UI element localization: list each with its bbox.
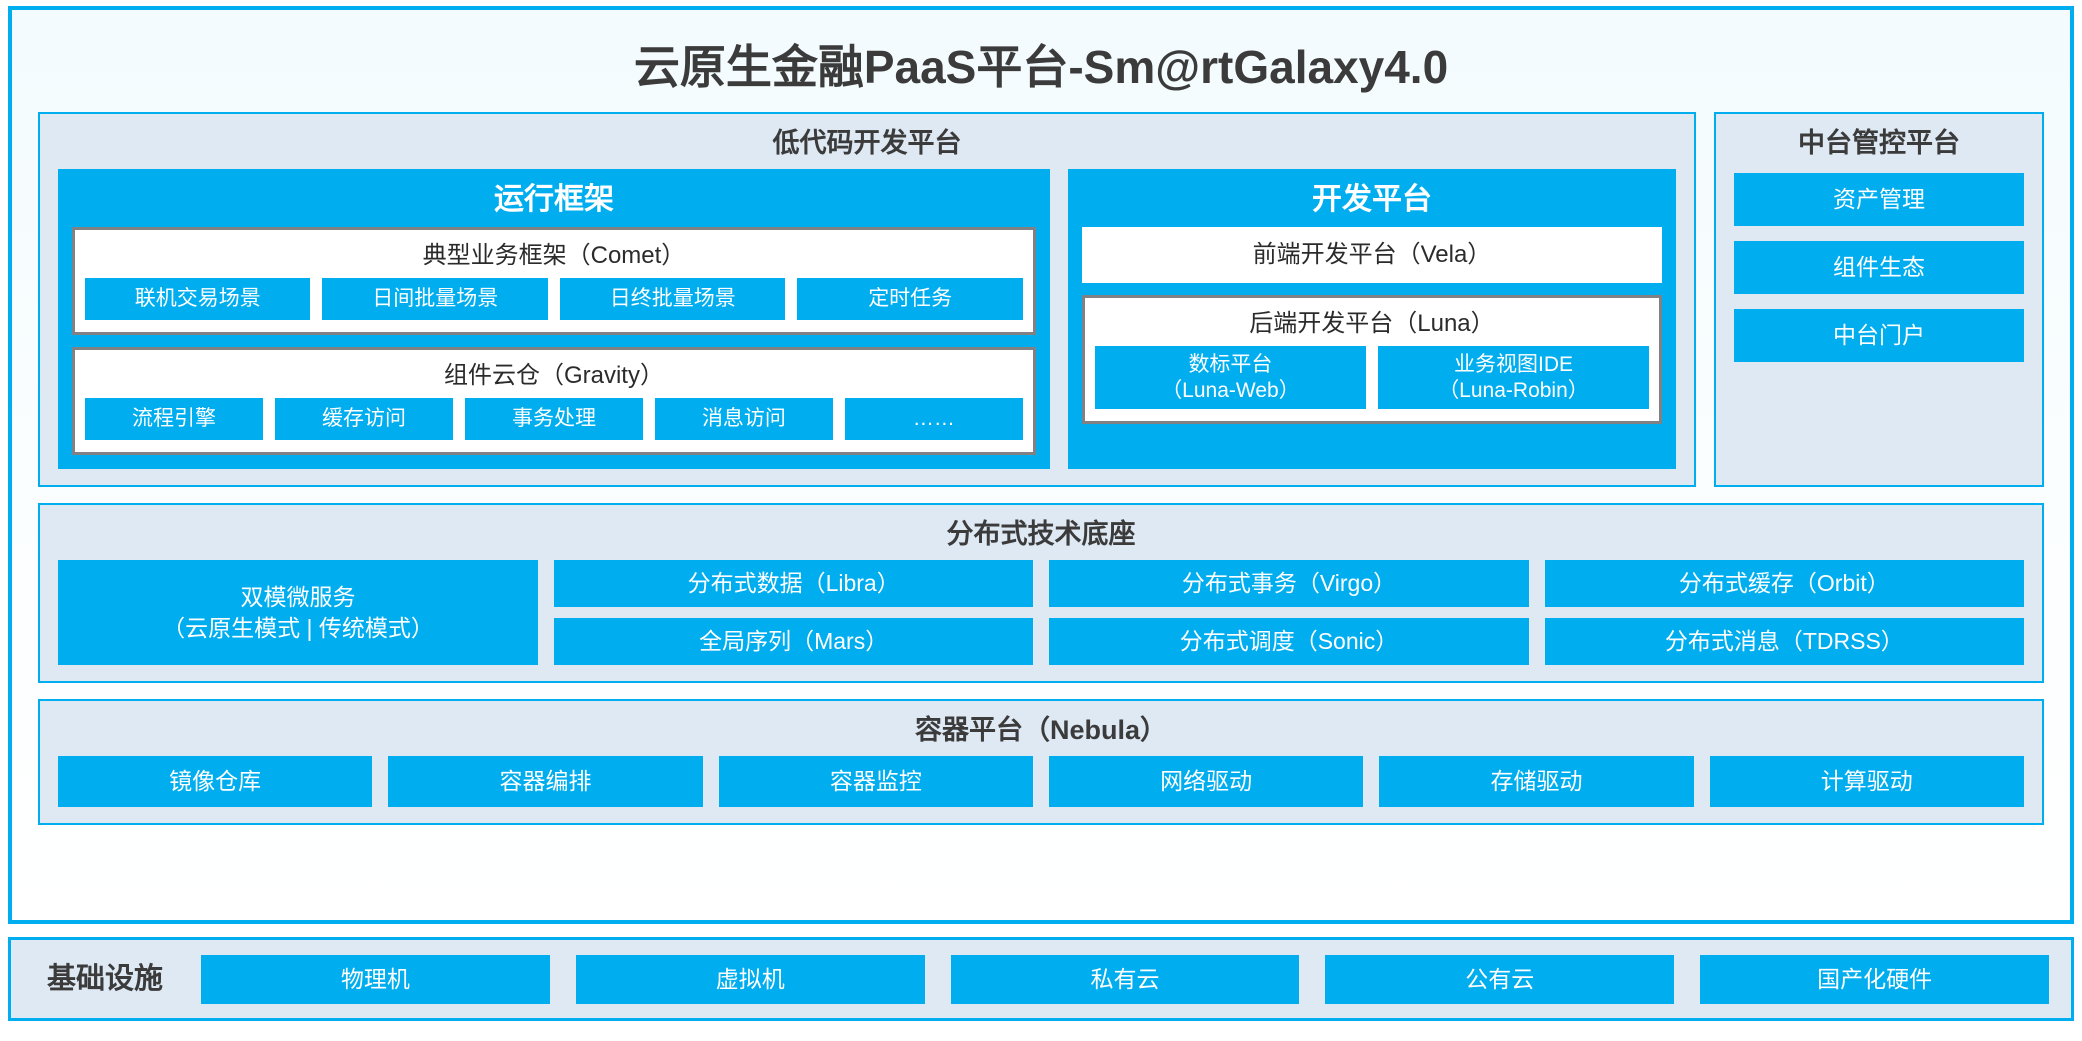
page-title: 云原生金融PaaS平台-Sm@rtGalaxy4.0 <box>633 41 1449 93</box>
container-item-storage-driver[interactable]: 存储驱动 <box>1379 756 1694 808</box>
midplatform-item-portal[interactable]: 中台门户 <box>1734 309 2024 362</box>
runtime-framework-title: 运行框架 <box>493 183 614 216</box>
distributed-item-tdrss[interactable]: 分布式消息（TDRSS） <box>1544 618 2024 666</box>
comet-item-intraday-batch[interactable]: 日间批量场景 <box>322 278 548 321</box>
infrastructure-item-physical-machine[interactable]: 物理机 <box>201 954 550 1004</box>
top-row: 低代码开发平台 运行框架 典型业务框架（Comet） 联机交易场景 日间批量场景… <box>38 112 2044 488</box>
distributed-column-microservice: 双模微服务 （云原生模式 | 传统模式） <box>58 560 538 666</box>
backend-platform-luna-title: 后端开发平台（Luna） <box>1249 310 1495 337</box>
platform-outer-card: 云原生金融PaaS平台-Sm@rtGalaxy4.0 低代码开发平台 运行框架 … <box>8 6 2074 924</box>
luna-robin-code: （Luna-Robin） <box>1438 378 1589 402</box>
frontend-platform-vela[interactable]: 前端开发平台（Vela） <box>1081 227 1662 283</box>
distributed-item-orbit[interactable]: 分布式缓存（Orbit） <box>1544 560 2024 608</box>
container-platform-title: 容器平台（Nebula） <box>914 715 1168 746</box>
comet-title: 典型业务框架（Comet） <box>422 242 686 269</box>
midplatform-item-component-ecosystem[interactable]: 组件生态 <box>1734 241 2024 294</box>
dual-mode-microservice-block[interactable]: 双模微服务 （云原生模式 | 传统模式） <box>58 560 538 666</box>
dual-mode-microservice-line2: （云原生模式 | 传统模式） <box>162 614 434 641</box>
distributed-base-panel: 分布式技术底座 双模微服务 （云原生模式 | 传统模式） 分布式数据（Libra… <box>38 503 2044 684</box>
distributed-column-1: 分布式数据（Libra） 全局序列（Mars） <box>554 560 1034 666</box>
gravity-group: 组件云仓（Gravity） 流程引擎 缓存访问 事务处理 消息访问 …… <box>72 347 1036 456</box>
infrastructure-item-private-cloud[interactable]: 私有云 <box>950 954 1300 1004</box>
container-item-monitoring[interactable]: 容器监控 <box>718 756 1033 808</box>
lowcode-platform-title: 低代码开发平台 <box>772 128 962 158</box>
midplatform-control-title: 中台管控平台 <box>1798 128 1960 158</box>
gravity-item-more[interactable]: …… <box>844 398 1023 441</box>
lowcode-platform-body: 运行框架 典型业务框架（Comet） 联机交易场景 日间批量场景 日终批量场景 … <box>58 169 1676 470</box>
distributed-item-mars[interactable]: 全局序列（Mars） <box>554 618 1034 666</box>
comet-item-online-transaction[interactable]: 联机交易场景 <box>85 278 311 321</box>
infrastructure-item-virtual-machine[interactable]: 虚拟机 <box>575 954 925 1004</box>
infrastructure-label: 基础设施 <box>47 962 164 995</box>
row-spacer-2 <box>38 683 2044 699</box>
development-platform-title: 开发平台 <box>1311 183 1432 216</box>
distributed-column-3: 分布式缓存（Orbit） 分布式消息（TDRSS） <box>1544 560 2024 666</box>
container-item-orchestration[interactable]: 容器编排 <box>388 756 703 808</box>
distributed-item-sonic[interactable]: 分布式调度（Sonic） <box>1049 618 1529 666</box>
distributed-base-title: 分布式技术底座 <box>946 519 1136 550</box>
runtime-framework-block: 运行框架 典型业务框架（Comet） 联机交易场景 日间批量场景 日终批量场景 … <box>58 169 1050 470</box>
midplatform-items: 资产管理 组件生态 中台门户 <box>1734 169 2024 362</box>
row-spacer-1 <box>38 487 2044 503</box>
luna-web-name: 数标平台 <box>1188 353 1273 376</box>
luna-items: 数标平台 （Luna-Web） 业务视图IDE （Luna-Robin） <box>1094 346 1650 410</box>
midplatform-control-panel: 中台管控平台 资产管理 组件生态 中台门户 <box>1714 112 2044 488</box>
distributed-item-virgo[interactable]: 分布式事务（Virgo） <box>1049 560 1529 608</box>
gravity-item-cache-access[interactable]: 缓存访问 <box>274 398 453 441</box>
container-item-image-registry[interactable]: 镜像仓库 <box>58 756 373 808</box>
distributed-column-2: 分布式事务（Virgo） 分布式调度（Sonic） <box>1049 560 1529 666</box>
luna-item-luna-robin[interactable]: 业务视图IDE （Luna-Robin） <box>1377 346 1650 410</box>
infrastructure-item-public-cloud[interactable]: 公有云 <box>1325 954 1675 1004</box>
gravity-item-message-access[interactable]: 消息访问 <box>654 398 833 441</box>
comet-items: 联机交易场景 日间批量场景 日终批量场景 定时任务 <box>85 278 1023 321</box>
midplatform-item-asset-management[interactable]: 资产管理 <box>1734 173 2024 226</box>
comet-item-eod-batch[interactable]: 日终批量场景 <box>559 278 786 321</box>
comet-item-scheduled-task[interactable]: 定时任务 <box>797 278 1023 321</box>
container-item-network-driver[interactable]: 网络驱动 <box>1048 756 1364 808</box>
infrastructure-item-domestic-hardware[interactable]: 国产化硬件 <box>1700 954 2049 1004</box>
dual-mode-microservice-line1: 双模微服务 <box>240 583 356 610</box>
gravity-title: 组件云仓（Gravity） <box>443 362 664 390</box>
luna-robin-name: 业务视图IDE <box>1453 353 1573 376</box>
container-platform-items: 镜像仓库 容器编排 容器监控 网络驱动 存储驱动 计算驱动 <box>58 756 2024 808</box>
comet-group: 典型业务框架（Comet） 联机交易场景 日间批量场景 日终批量场景 定时任务 <box>72 227 1036 336</box>
gravity-items: 流程引擎 缓存访问 事务处理 消息访问 …… <box>85 398 1023 441</box>
infrastructure-items: 物理机 虚拟机 私有云 公有云 国产化硬件 <box>201 954 2049 1004</box>
container-item-compute-driver[interactable]: 计算驱动 <box>1709 756 2024 808</box>
lowcode-platform-panel: 低代码开发平台 运行框架 典型业务框架（Comet） 联机交易场景 日间批量场景… <box>38 112 1696 488</box>
gravity-item-transaction-processing[interactable]: 事务处理 <box>464 398 643 441</box>
distributed-item-libra[interactable]: 分布式数据（Libra） <box>554 560 1034 608</box>
backend-platform-luna-group: 后端开发平台（Luna） 数标平台 （Luna-Web） 业务视图IDE （Lu… <box>1081 295 1662 425</box>
luna-item-luna-web[interactable]: 数标平台 （Luna-Web） <box>1094 346 1366 410</box>
infrastructure-panel: 基础设施 物理机 虚拟机 私有云 公有云 国产化硬件 <box>8 937 2074 1021</box>
distributed-base-body: 双模微服务 （云原生模式 | 传统模式） 分布式数据（Libra） 全局序列（M… <box>58 560 2024 666</box>
luna-web-code: （Luna-Web） <box>1161 378 1300 402</box>
container-platform-panel: 容器平台（Nebula） 镜像仓库 容器编排 容器监控 网络驱动 存储驱动 计算… <box>38 699 2044 826</box>
development-platform-block: 开发平台 前端开发平台（Vela） 后端开发平台（Luna） 数标平台 （Lun… <box>1067 169 1676 470</box>
gravity-item-process-engine[interactable]: 流程引擎 <box>85 398 263 441</box>
